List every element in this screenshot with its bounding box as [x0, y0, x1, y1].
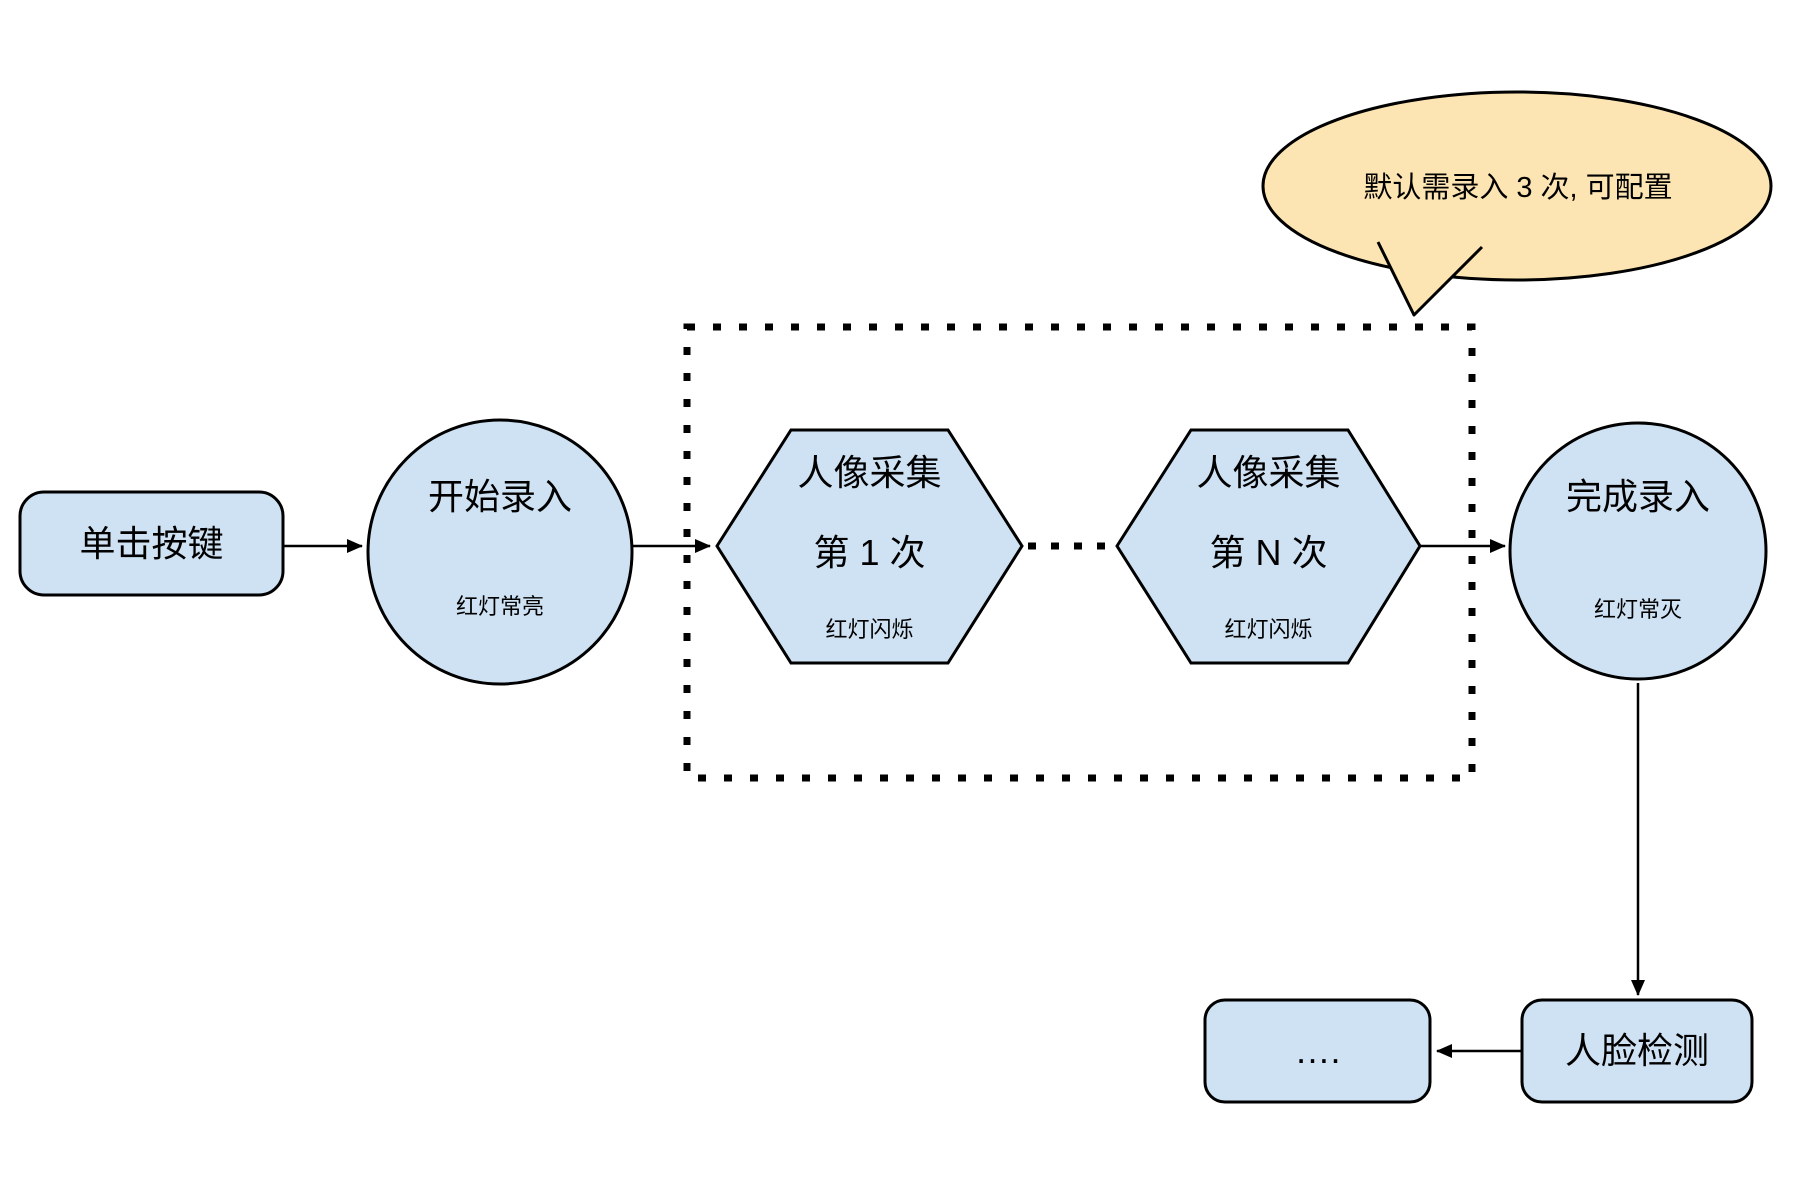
capture-nth-count-label: 第 N 次 [1209, 532, 1328, 573]
capture-first-count-label: 第 1 次 [813, 532, 926, 573]
callout-bubble [1261, 90, 1773, 282]
capture-first-label: 人像采集 [797, 452, 942, 493]
start-button-shape [18, 490, 285, 597]
face-detect-label: 人脸检测 [1564, 1030, 1709, 1071]
capture-nth-label: 人像采集 [1196, 452, 1341, 493]
more-steps-shape [1203, 998, 1432, 1104]
finish-enroll-shape [1508, 421, 1768, 681]
capture-nth-sublabel: 红灯闪烁 [1224, 617, 1313, 642]
begin-enroll-label: 开始录入 [427, 476, 572, 517]
callout-bubble-tail [1376, 241, 1484, 317]
repeat-group-dotted-border [683, 323, 1476, 782]
begin-enroll-shape [366, 418, 634, 686]
begin-enroll-sublabel: 红灯常亮 [455, 594, 544, 619]
finish-enroll-sublabel: 红灯常灭 [1593, 597, 1682, 622]
callout-text: 默认需录入 3 次, 可配置 [1363, 171, 1673, 204]
start-button-label: 单击按键 [79, 522, 224, 564]
finish-enroll-label: 完成录入 [1565, 476, 1710, 517]
capture-first-sublabel: 红灯闪烁 [825, 617, 914, 642]
capture-first-shape [715, 428, 1024, 665]
more-steps-label: …. [1294, 1030, 1341, 1071]
